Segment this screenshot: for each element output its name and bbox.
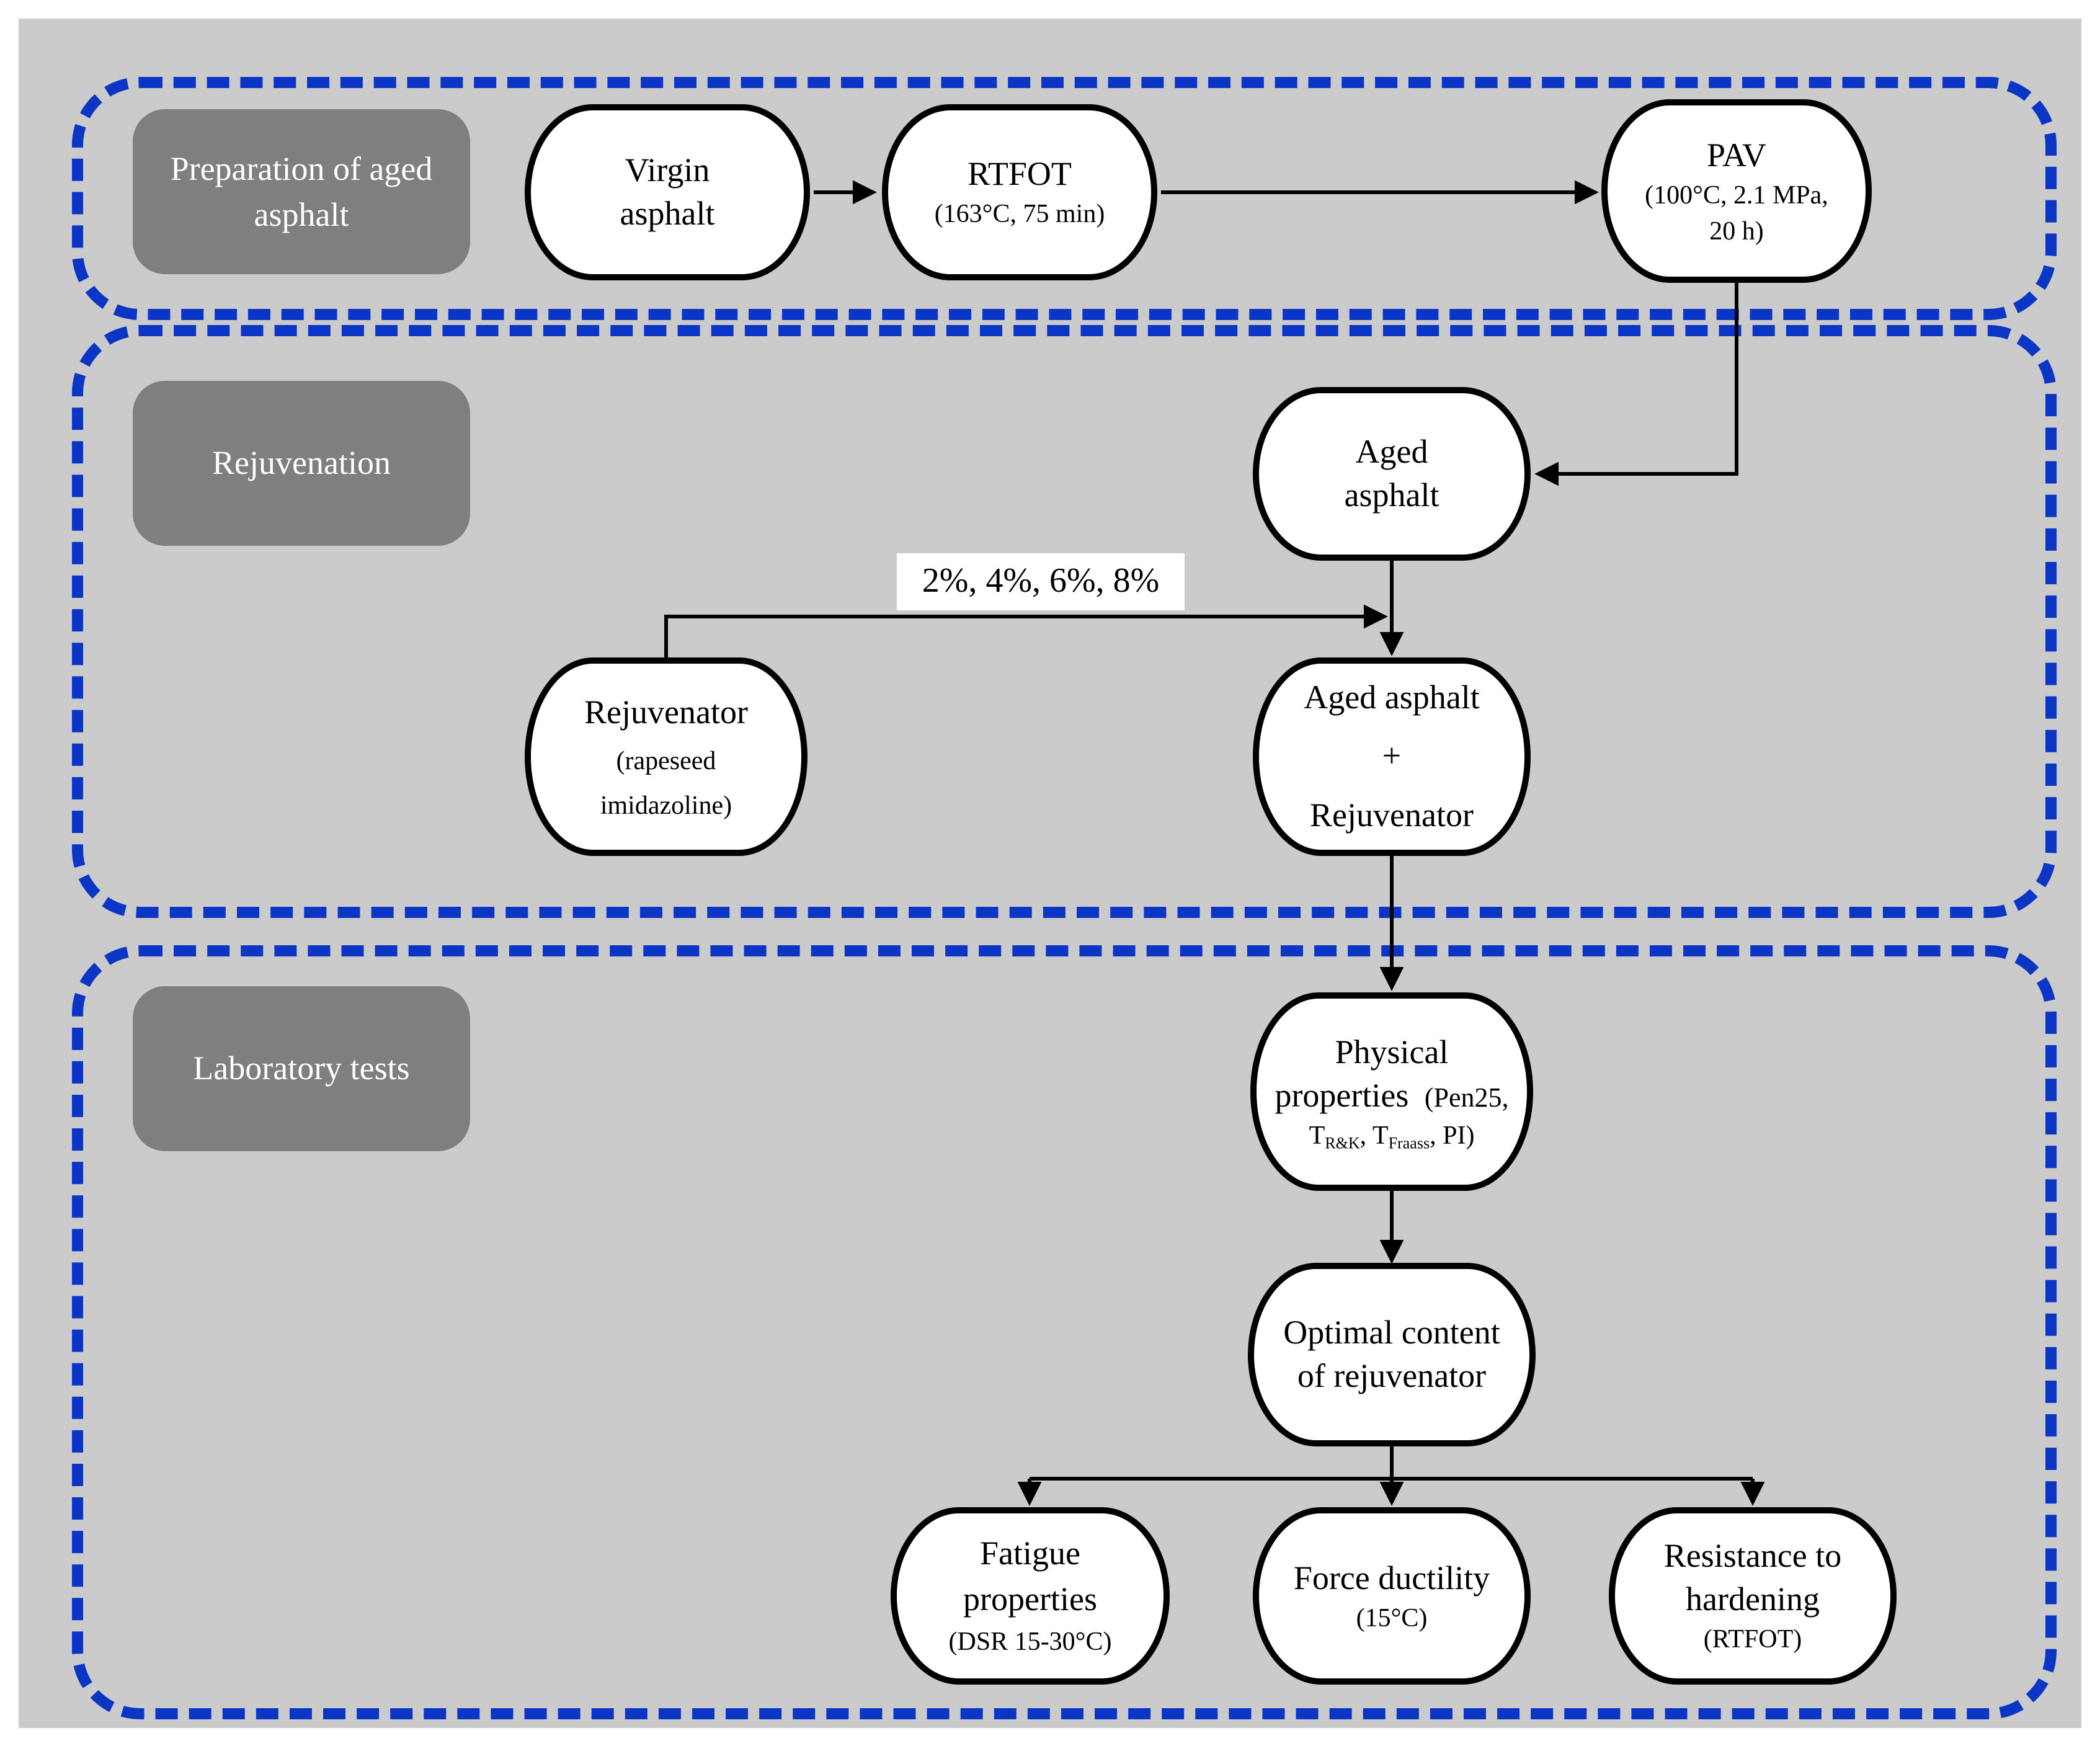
section-frame-laboratory-tests <box>72 945 2057 1719</box>
node-text: TR&K, TFraass, PI) <box>1309 1120 1475 1152</box>
section-frame-preparation <box>72 77 2057 320</box>
node-text: Aged <box>1355 432 1428 470</box>
node-text: (163°C, 75 min) <box>934 198 1105 229</box>
node-aged-asphalt-plus-rejuvenator: Aged asphalt + Rejuvenator <box>1253 657 1531 856</box>
node-text: + <box>1382 737 1402 775</box>
section-frame-rejuvenation <box>72 325 2057 918</box>
node-aged-asphalt: Aged asphalt <box>1253 387 1531 561</box>
arrow-rejuvenator-to-junction <box>664 604 1388 660</box>
node-force-ductility: Force ductility (15°C) <box>1253 1507 1531 1685</box>
node-text: imidazoline) <box>600 790 732 820</box>
node-text: Fatigue <box>980 1534 1080 1572</box>
node-rtfot: RTFOT (163°C, 75 min) <box>882 104 1157 280</box>
node-text: properties (Pen25, <box>1275 1076 1509 1114</box>
node-pav: PAV (100°C, 2.1 MPa, 20 h) <box>1601 99 1872 283</box>
node-rejuvenator: Rejuvenator (rapeseed imidazoline) <box>525 657 808 856</box>
node-text: 20 h) <box>1709 215 1764 246</box>
node-text: (15°C) <box>1356 1602 1428 1632</box>
node-text: Virgin <box>625 151 710 189</box>
node-physical-properties: Physical properties (Pen25, TR&K, TFraas… <box>1250 992 1533 1191</box>
node-text: asphalt <box>1344 476 1439 514</box>
node-text: Physical <box>1335 1033 1449 1071</box>
node-text: Force ductility <box>1293 1559 1490 1597</box>
node-virgin-asphalt: Virgin asphalt <box>525 104 810 280</box>
node-text: Rejuvenator <box>584 693 748 731</box>
node-text: PAV <box>1706 136 1767 174</box>
node-text: (rapeseed <box>616 746 716 776</box>
node-resistance-to-hardening: Resistance to hardening (RTFOT) <box>1609 1507 1897 1685</box>
node-optimal-content: Optimal content of rejuvenator <box>1248 1263 1536 1446</box>
section-label-laboratory-tests: Laboratory tests <box>133 986 470 1151</box>
dosage-label: 2%, 4%, 6%, 8% <box>897 553 1185 610</box>
node-text: (100°C, 2.1 MPa, <box>1645 180 1828 210</box>
node-text: properties <box>963 1580 1097 1618</box>
node-text: RTFOT <box>968 155 1072 193</box>
node-text: asphalt <box>620 195 715 232</box>
section-label-preparation: Preparation of aged asphalt <box>133 109 470 274</box>
section-label-rejuvenation: Rejuvenation <box>133 381 470 546</box>
node-text: (RTFOT) <box>1703 1624 1802 1654</box>
node-text: of rejuvenator <box>1297 1357 1487 1394</box>
node-text: Resistance to <box>1663 1537 1842 1575</box>
node-fatigue-properties: Fatigue properties (DSR 15-30°C) <box>891 1507 1170 1685</box>
node-text: Optimal content <box>1283 1313 1500 1351</box>
node-text: Aged asphalt <box>1304 679 1480 716</box>
node-text: (DSR 15-30°C) <box>948 1626 1112 1657</box>
node-text: Rejuvenator <box>1310 796 1474 834</box>
node-text: hardening <box>1686 1580 1820 1618</box>
arrow-pav-to-aged-asphalt <box>1534 283 1738 486</box>
